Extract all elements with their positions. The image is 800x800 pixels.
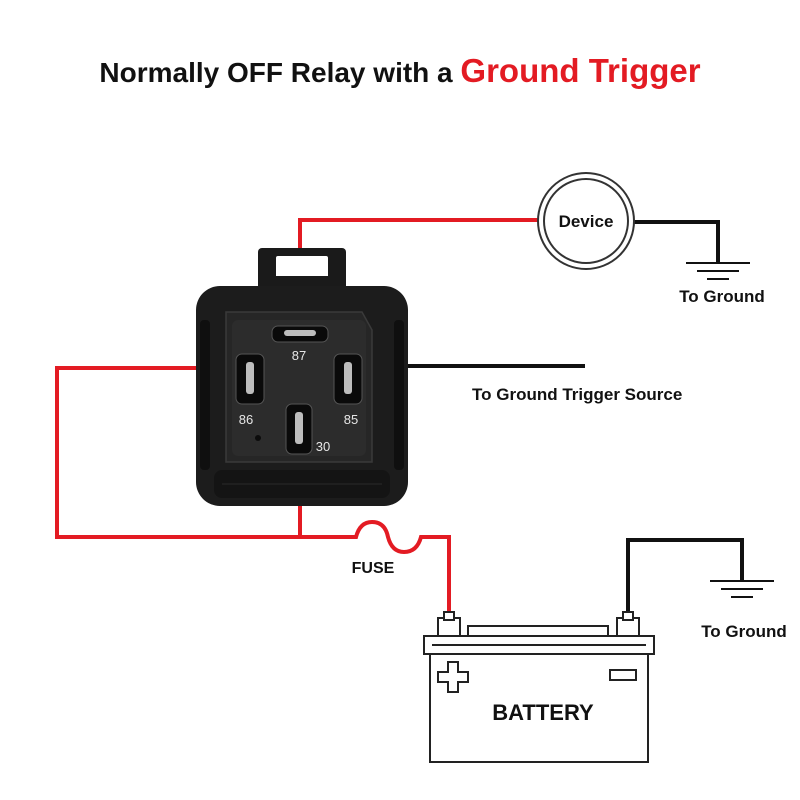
battery-label: BATTERY [492, 700, 594, 725]
device-ground-icon [686, 262, 750, 280]
pin-86-label: 86 [239, 412, 253, 427]
device-icon [537, 172, 635, 270]
pin-30 [285, 403, 313, 455]
wire-fuse-to-battery [425, 535, 451, 618]
pin-87 [271, 325, 329, 343]
battery-minus-icon [609, 669, 637, 681]
wire-pin86-loop [55, 366, 300, 539]
pin-86 [235, 353, 265, 405]
wire-device-to-ground [632, 220, 720, 262]
device-ground-label: To Ground [679, 287, 765, 306]
ground-wires [405, 220, 744, 618]
fuse-label: FUSE [352, 560, 395, 577]
pin-85 [333, 353, 363, 405]
wire-relay-to-device [298, 218, 538, 260]
pin-85-label: 85 [344, 412, 358, 427]
device-label: Device [559, 212, 614, 231]
positive-wires [55, 218, 538, 618]
battery-ground-icon [710, 580, 774, 598]
title-prefix: Normally OFF Relay with a [99, 57, 453, 88]
relay: 87 86 85 30 [196, 248, 408, 506]
battery-plus-icon [437, 661, 469, 693]
pin-30-label: 30 [316, 439, 330, 454]
fuse-symbol [352, 519, 425, 555]
diagram-title: Normally OFF Relay with a Ground Trigger [0, 52, 800, 90]
pin-87-label: 87 [292, 348, 306, 363]
title-highlight: Ground Trigger [460, 52, 701, 89]
battery-ground-label: To Ground [701, 622, 787, 641]
wire-battery-to-ground [626, 538, 744, 618]
trigger-source-label: To Ground Trigger Source [472, 385, 682, 404]
